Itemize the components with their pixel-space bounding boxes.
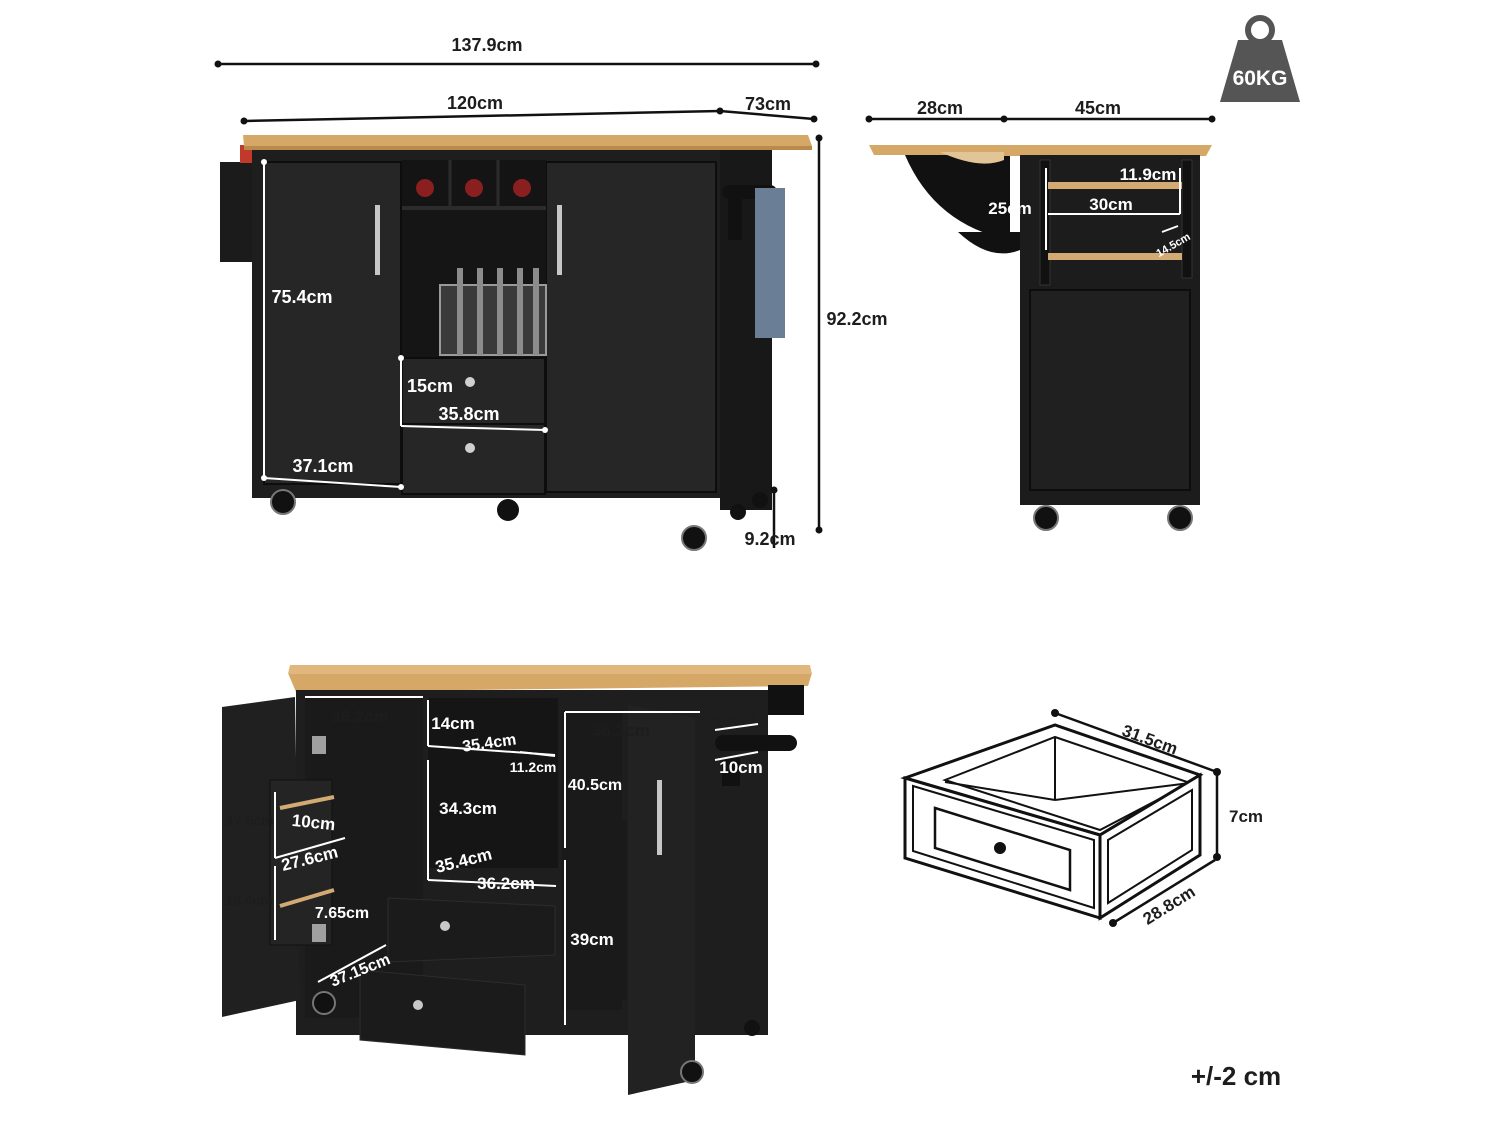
dim-wine-rack-height: 14cm: [431, 714, 474, 733]
dim-center-height: 34.3cm: [439, 799, 497, 818]
dim-cabinet-height: 75.4cm: [271, 287, 332, 307]
dim-open-lines: [274, 696, 759, 1025]
dim-right-upper-height: 40.5cm: [568, 777, 622, 794]
dim-rack-height: 25cm: [988, 199, 1031, 218]
dim-rack-lines: [1045, 168, 1181, 250]
open-view-cabinet: [222, 665, 812, 1095]
dim-left-shelf-width: 36.2cm: [331, 707, 389, 726]
dim-towel-bar-depth: 10cm: [719, 758, 762, 777]
dim-overall-width: 137.9cm: [451, 35, 522, 55]
dim-cabinet-height-line: [261, 159, 404, 490]
dim-door-rack-depth: 10cm: [291, 811, 336, 834]
dim-door-rack-upper: 17.6cm: [226, 812, 273, 828]
drawer-detail-drawing: [900, 723, 1204, 921]
side-view-cabinet: [869, 145, 1212, 531]
dim-rack-width: 30cm: [1089, 195, 1132, 214]
dim-side-top-line: [865, 115, 1216, 123]
weight-label: 60KG: [1233, 67, 1288, 90]
dim-drawer-lines: [1051, 709, 1221, 927]
weight-icon: [1220, 15, 1300, 102]
dim-leaf-depth: 28cm: [917, 98, 963, 118]
dim-drawer-height: 15cm: [407, 376, 453, 396]
dim-right-lower-height: 39cm: [570, 930, 613, 949]
dim-caster-line: [770, 486, 778, 548]
dim-height-line: [815, 134, 823, 534]
dim-top-width-line: [240, 107, 818, 125]
dim-door-rack-gap: 7.65cm: [315, 905, 369, 922]
dim-overall-width-line: [214, 60, 820, 68]
dim-right-shelf-width: 36.2cm: [592, 721, 650, 740]
dim-drop-leaf: 73cm: [745, 94, 791, 114]
dim-rack-spacing: 11.9cm: [1120, 165, 1177, 184]
dim-caster-height: 9.2cm: [744, 529, 795, 549]
front-view-cabinet: [220, 135, 812, 551]
dim-door-rack-lower: 19.4cm: [225, 892, 272, 908]
dim-drawer-width: 35.8cm: [438, 404, 499, 424]
dim-wine-cell: 11.2cm: [510, 759, 557, 775]
dim-cabinet-width: 37.1cm: [292, 456, 353, 476]
tolerance-note: +/-2 cm: [1191, 1061, 1281, 1091]
dim-height: 92.2cm: [826, 309, 887, 329]
dim-drawer-line: [398, 355, 548, 433]
dim-top-width: 120cm: [447, 93, 503, 113]
dim-center-depth: 36.2cm: [477, 874, 535, 893]
dim-drawer-detail-height: 7cm: [1229, 807, 1263, 826]
dim-body-depth: 45cm: [1075, 98, 1121, 118]
